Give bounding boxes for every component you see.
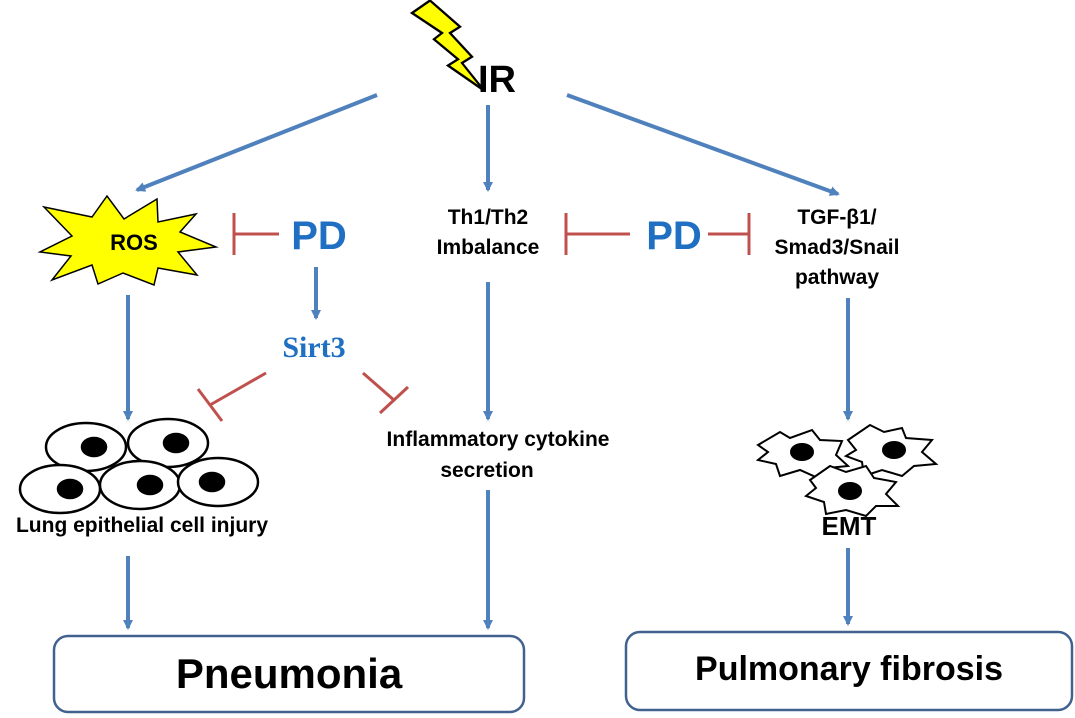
starburst-icon bbox=[37, 194, 219, 287]
inhibit-sirt3-to-cells-bar bbox=[196, 388, 224, 422]
tgf-label-line2: Smad3/Snail bbox=[775, 236, 900, 259]
mesenchymal-cells-icon bbox=[755, 423, 939, 518]
ros-label: ROS bbox=[110, 230, 158, 255]
fibrosis-box bbox=[624, 630, 1074, 712]
lung-injury-label: Lung epithelial cell injury bbox=[16, 514, 268, 537]
pneumonia-box bbox=[52, 634, 526, 714]
epithelial-cells-icon bbox=[18, 417, 260, 515]
pneumonia-label: Pneumonia bbox=[176, 650, 403, 697]
th-label-line2: Imbalance bbox=[437, 236, 540, 259]
arrow-ir-to-tgf bbox=[566, 93, 840, 196]
tgf-label-line3: pathway bbox=[795, 266, 879, 289]
fibrosis-label: Pulmonary fibrosis bbox=[695, 650, 1003, 688]
ir-label: IR bbox=[478, 59, 516, 101]
inhibit-sirt3-to-cytokine-bar bbox=[378, 385, 410, 415]
cytokine-label-line1: Inflammatory cytokine bbox=[387, 428, 610, 451]
arrow-ir-to-ros bbox=[135, 93, 378, 192]
th-label-line1: Th1/Th2 bbox=[448, 206, 529, 229]
pd-left-label: PD bbox=[291, 214, 347, 258]
tgf-label-line1: TGF-β1/ bbox=[797, 206, 876, 229]
sirt3-label: Sirt3 bbox=[282, 331, 345, 364]
lightning-bolt-icon bbox=[409, 0, 485, 92]
emt-label: EMT bbox=[822, 511, 877, 541]
inhibit-sirt3-to-cytokine bbox=[362, 371, 396, 403]
inhibit-sirt3-to-cells bbox=[209, 371, 267, 407]
pd-center-label: PD bbox=[646, 214, 702, 258]
cytokine-label-line2: secretion bbox=[440, 459, 533, 482]
